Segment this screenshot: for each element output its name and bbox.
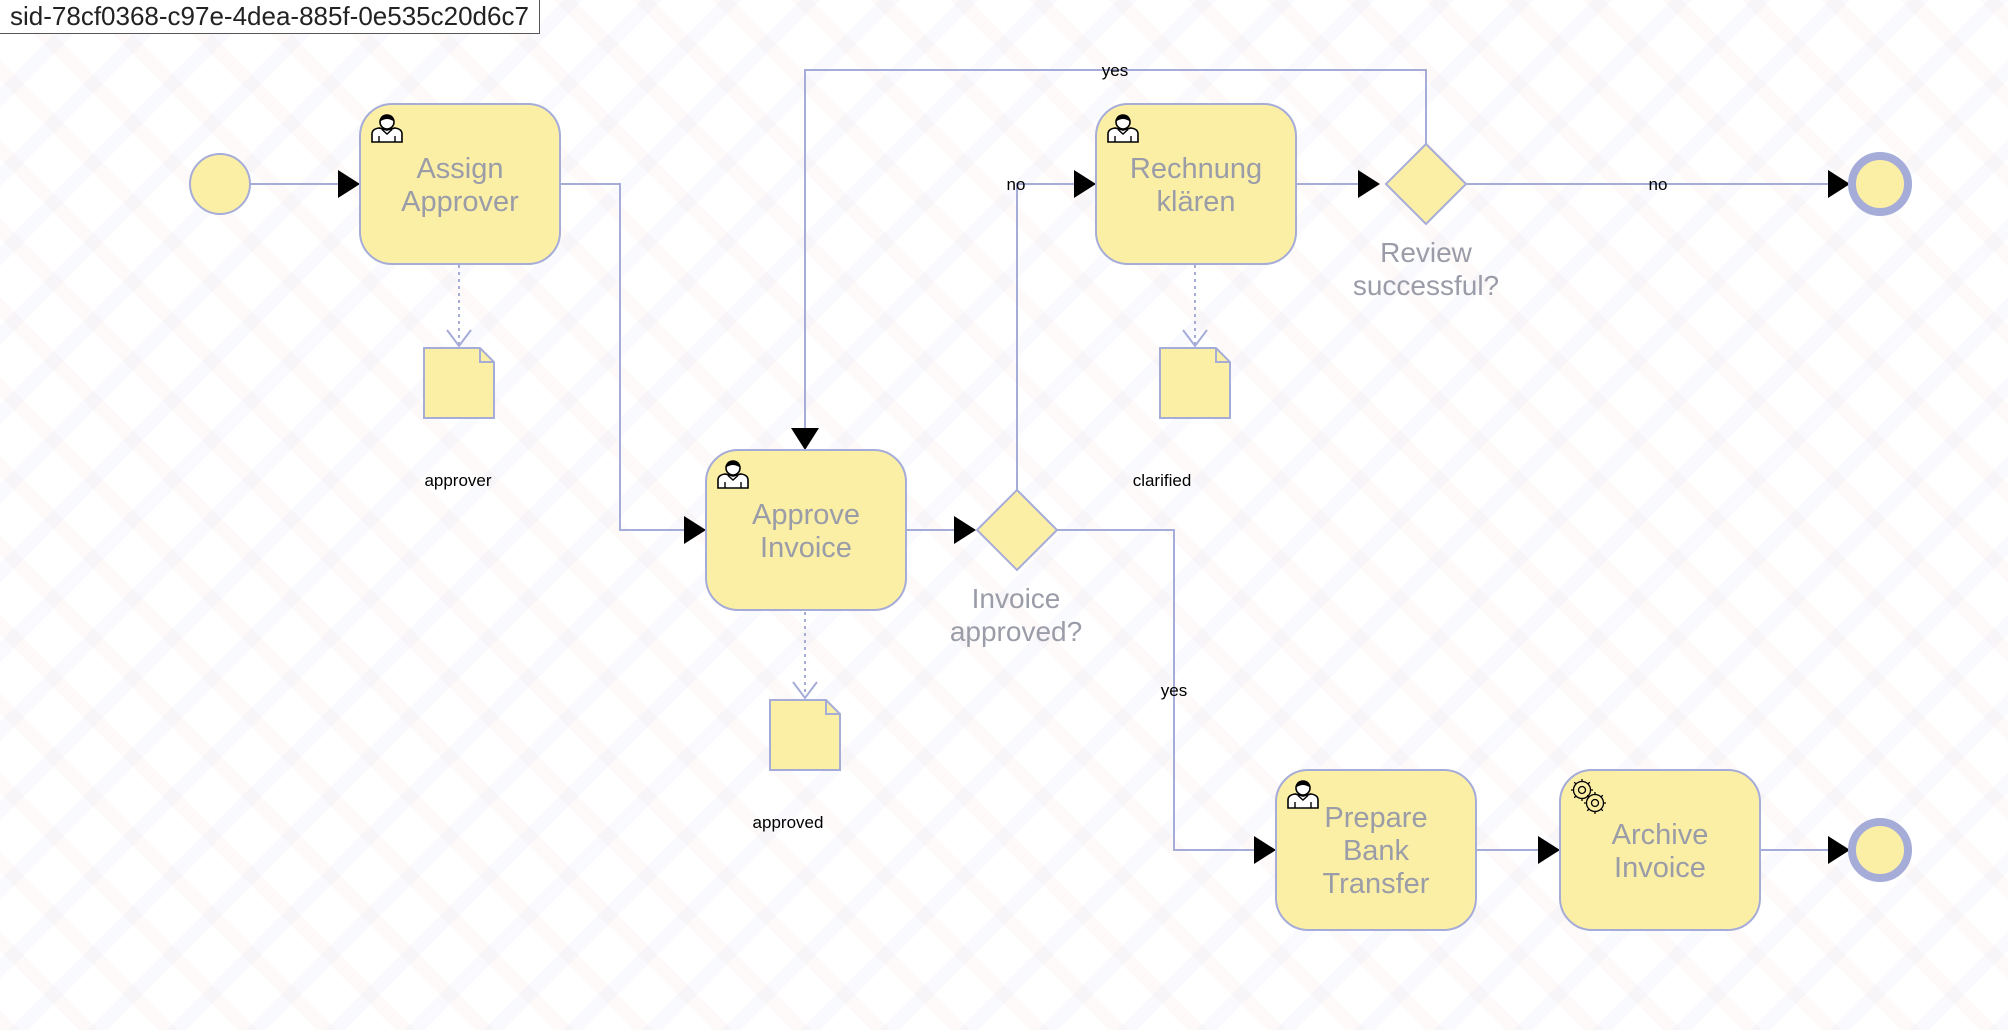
gateway-review-successful[interactable] bbox=[1384, 142, 1468, 226]
diagram-id-label: sid-78cf0368-c97e-4dea-885f-0e535c20d6c7 bbox=[0, 0, 540, 34]
task-archive-invoice[interactable]: Archive Invoice bbox=[1559, 769, 1761, 931]
task-approve-invoice[interactable]: Approve Invoice bbox=[705, 449, 907, 611]
task-label-line: Approver bbox=[401, 186, 519, 218]
gateway-invoice-approved[interactable] bbox=[975, 488, 1059, 572]
task-label-line: Bank bbox=[1343, 835, 1410, 867]
arrowhead bbox=[1538, 836, 1560, 864]
end-event-archived[interactable] bbox=[1848, 818, 1912, 882]
gateway-label-line: Invoice bbox=[972, 583, 1061, 614]
task-label-line: Prepare bbox=[1324, 802, 1427, 834]
flow-label-yes: yes bbox=[1102, 61, 1128, 80]
arrowhead bbox=[1074, 170, 1096, 198]
flow-gateway-yes-to-prepare bbox=[1057, 529, 1262, 851]
data-object-label: approved bbox=[753, 813, 824, 832]
data-object-label: clarified bbox=[1133, 471, 1192, 490]
end-event-review-rejected[interactable] bbox=[1848, 152, 1912, 216]
flow-assign-to-approve bbox=[560, 183, 692, 531]
arrowhead bbox=[1358, 170, 1380, 198]
arrowhead bbox=[791, 428, 819, 450]
flow-review-yes-to-approve bbox=[804, 69, 1427, 436]
task-label-line: Archive bbox=[1612, 819, 1709, 851]
gateway-label-line: Review bbox=[1380, 237, 1473, 268]
task-label-line: Invoice bbox=[1614, 852, 1706, 884]
association-arrowhead bbox=[1182, 329, 1208, 348]
data-associations bbox=[446, 265, 1208, 700]
data-object-approved[interactable] bbox=[769, 699, 841, 771]
data-object-approver[interactable] bbox=[423, 347, 495, 419]
task-label-line: Rechnung bbox=[1130, 153, 1262, 185]
flow-label-no: no bbox=[1649, 175, 1668, 194]
arrowhead bbox=[684, 516, 706, 544]
task-rechnung-klaeren[interactable]: Rechnung klären bbox=[1095, 103, 1297, 265]
task-label-line: Transfer bbox=[1323, 868, 1430, 900]
task-label-line: klären bbox=[1157, 186, 1236, 218]
arrowhead bbox=[1828, 836, 1850, 864]
arrowhead bbox=[1828, 170, 1850, 198]
flow-label-yes: yes bbox=[1161, 681, 1187, 700]
association-arrowhead bbox=[446, 329, 472, 348]
sequence-flows bbox=[250, 69, 1850, 864]
task-label-line: Assign bbox=[416, 153, 503, 185]
start-event[interactable] bbox=[189, 153, 251, 215]
data-object-clarified[interactable] bbox=[1159, 347, 1231, 419]
arrowhead bbox=[338, 170, 360, 198]
task-label-line: Invoice bbox=[760, 532, 852, 564]
gateway-label-line: successful? bbox=[1353, 270, 1499, 301]
arrowhead bbox=[954, 516, 976, 544]
task-label-line: Approve bbox=[752, 499, 860, 531]
arrowhead bbox=[1254, 836, 1276, 864]
flow-label-no: no bbox=[1007, 175, 1026, 194]
data-object-label: approver bbox=[424, 471, 491, 490]
task-prepare-bank-transfer[interactable]: Prepare Bank Transfer bbox=[1275, 769, 1477, 931]
flow-gateway-no-to-rechnung bbox=[1016, 183, 1082, 490]
task-assign-approver[interactable]: Assign Approver bbox=[359, 103, 561, 265]
gateway-label-line: approved? bbox=[950, 616, 1082, 647]
association-arrowhead bbox=[792, 681, 818, 700]
